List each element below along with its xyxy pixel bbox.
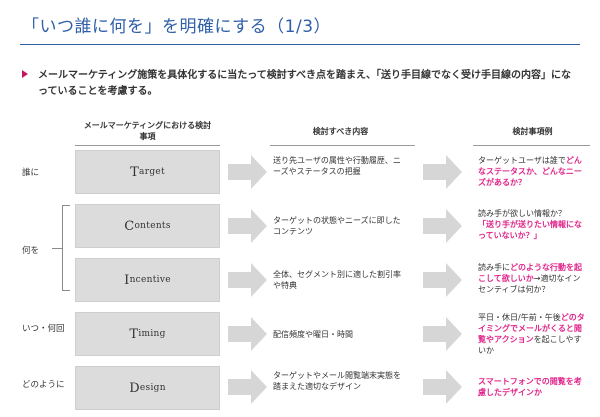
example-text: 平日・休日/午前・午後 bbox=[478, 313, 561, 322]
column-header-items: メールマーケティングにおける検討事項 bbox=[83, 121, 212, 141]
consider-target: 送り先ユーザの属性や行動履歴、ニーズやステータスの把握 bbox=[273, 156, 401, 176]
example-highlight: どんなステータスか、どんなニーズがあるか？ bbox=[478, 156, 582, 187]
page-title: 「いつ誰に何を」を明確にする（1/3） bbox=[22, 17, 332, 37]
example-highlight: どのような行動を起こして欲しいか bbox=[478, 263, 582, 283]
item-rest: ncentive bbox=[129, 275, 171, 285]
item-initial: T bbox=[130, 164, 140, 180]
example-contents: 読み手が欲しい情報か？ 「送り手が送りたい情報になっていないか？」 bbox=[478, 208, 586, 241]
title-divider bbox=[20, 44, 580, 45]
row-label-what: 何を bbox=[22, 246, 40, 256]
item-initial: T bbox=[129, 326, 139, 342]
column-header-items-rule bbox=[75, 145, 220, 146]
item-rest: arget bbox=[139, 167, 165, 177]
row-label-who: 誰に bbox=[22, 168, 40, 178]
row-label-when: いつ・何回 bbox=[22, 324, 65, 334]
example-highlight: スマートフォンでの閲覧を考慮したデザインか bbox=[478, 377, 582, 397]
row-label-how: どのように bbox=[22, 380, 65, 390]
consider-contents: ターゲットの状態やニーズに即したコンテンツ bbox=[273, 216, 401, 236]
example-highlight: どのタイミングでメールがくると閲覧やアクション bbox=[478, 313, 585, 344]
example-text: 読み手が欲しい情報か？ bbox=[478, 209, 566, 218]
bullet-triangle-icon bbox=[22, 70, 28, 78]
consider-timing: 配信頻度や曜日・時間 bbox=[273, 330, 353, 339]
example-text: ターゲットユーザは誰で bbox=[478, 156, 566, 165]
column-header-consider-rule bbox=[270, 145, 415, 146]
example-target: ターゲットユーザは誰でどんなステータスか、どんなニーズがあるか？ bbox=[478, 155, 586, 188]
example-text: 読み手に bbox=[478, 263, 510, 272]
example-highlight: 「送り手が送りたい情報になっていないか？」 bbox=[478, 220, 582, 240]
column-header-examples-rule bbox=[473, 145, 590, 146]
column-header-consider: 検討すべき内容 bbox=[312, 127, 369, 136]
item-rest: iming bbox=[138, 329, 166, 339]
column-header-examples: 検討事項例 bbox=[512, 127, 553, 136]
item-initial: D bbox=[129, 380, 140, 396]
intro-text: メールマーケティング施策を具体化するに当たって検討すべき点を踏まえ、「送り手目線… bbox=[38, 70, 571, 97]
example-design: スマートフォンでの閲覧を考慮したデザインか bbox=[478, 376, 586, 398]
example-text: →適切なインセンティブは何か？ bbox=[478, 274, 581, 294]
consider-incentive: 全体、セグメント別に適した割引率や特典 bbox=[273, 270, 401, 290]
item-rest: esign bbox=[139, 383, 166, 393]
what-bracket-tick bbox=[52, 248, 62, 249]
example-incentive: 読み手にどのような行動を起こして欲しいか→適切なインセンティブは何か？ bbox=[478, 262, 586, 295]
what-bracket bbox=[62, 205, 70, 291]
example-timing: 平日・休日/午前・午後どのタイミングでメールがくると閲覧やアクションを起こしやす… bbox=[478, 312, 586, 356]
item-initial: C bbox=[124, 218, 135, 234]
item-initial: I bbox=[124, 272, 130, 288]
example-text: を起こしやすいか bbox=[478, 335, 582, 355]
item-rest: ontents bbox=[134, 221, 171, 231]
consider-design: ターゲットやメール閲覧端末実態を踏まえた適切なデザイン bbox=[273, 371, 401, 391]
